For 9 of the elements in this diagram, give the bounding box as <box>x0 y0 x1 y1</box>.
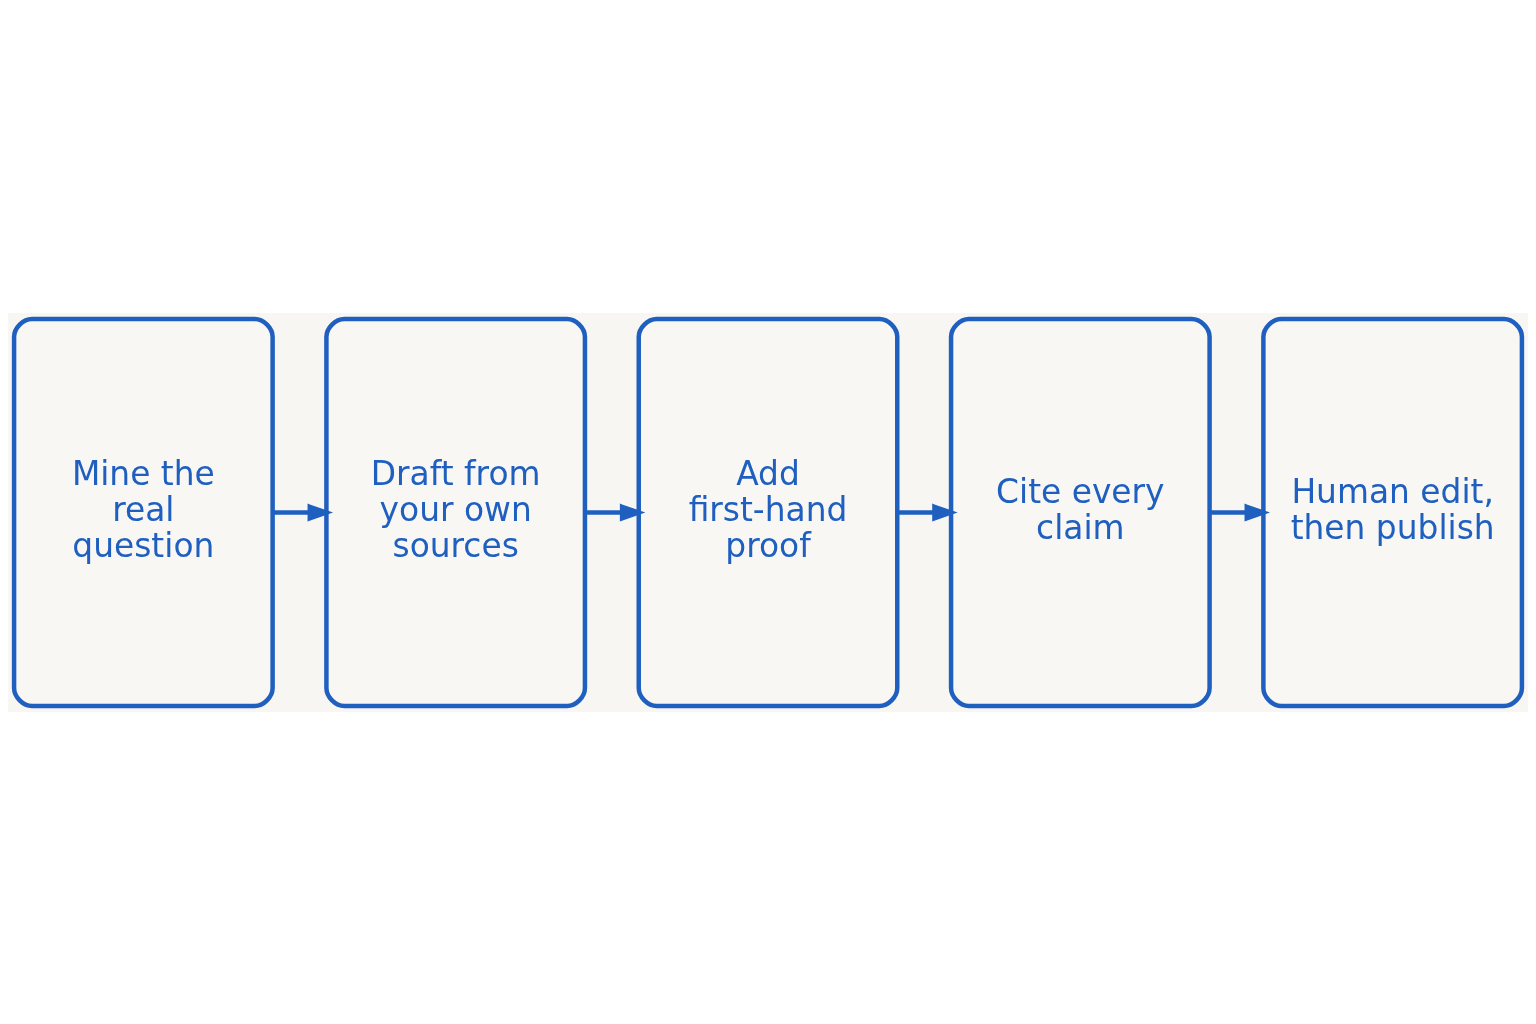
arrow <box>897 503 958 521</box>
node-box: Mine the real question <box>11 316 275 708</box>
node-box: Cite every claim <box>948 316 1212 708</box>
arrow <box>585 503 646 521</box>
node-box: Add first-hand proof <box>636 316 900 708</box>
arrow <box>1209 503 1270 521</box>
node-box: Draft from your own sources <box>324 316 588 708</box>
node-box: Human edit, then publish <box>1261 316 1525 708</box>
arrow <box>272 503 333 521</box>
